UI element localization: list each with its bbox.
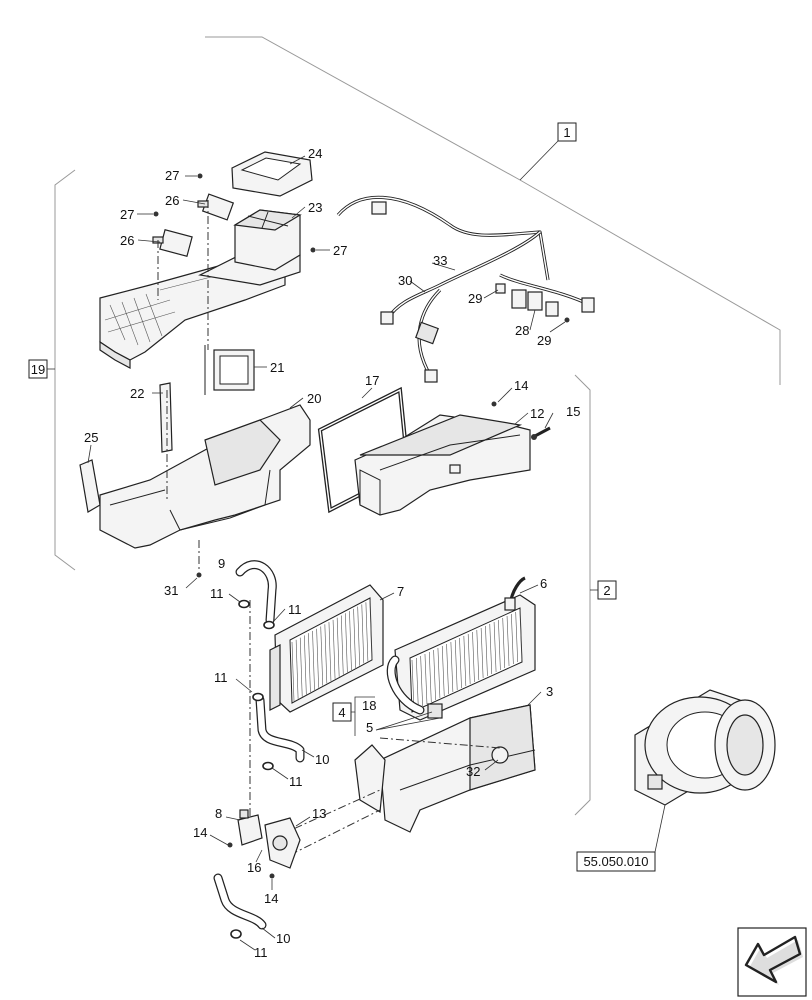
boxed-callout-2[interactable]: 2	[590, 580, 617, 600]
boxed-callout-4[interactable]: 4	[332, 696, 375, 736]
boxed-callout-19[interactable]: 19	[28, 359, 55, 379]
callout-3[interactable]: 3	[546, 684, 553, 699]
callout-11-a[interactable]: 11	[210, 586, 224, 601]
screws-27	[153, 173, 316, 253]
screw-15	[531, 426, 551, 440]
callout-14-top[interactable]: 14	[514, 378, 528, 393]
svg-text:4: 4	[338, 705, 345, 720]
arrow-down-left-icon[interactable]	[737, 927, 807, 997]
leader-lines	[87, 155, 566, 951]
valve-8	[237, 809, 263, 846]
actuator-26b	[152, 228, 193, 258]
screws-14-lower	[227, 842, 275, 879]
dash-lines-lower	[249, 600, 501, 856]
callout-11-b[interactable]: 11	[288, 602, 302, 617]
callout-6[interactable]: 6	[540, 576, 547, 591]
hose-10-lower	[213, 873, 267, 930]
callout-9[interactable]: 9	[218, 556, 225, 571]
callout-20[interactable]: 20	[307, 391, 321, 406]
callout-25[interactable]: 25	[84, 430, 98, 445]
callout-15[interactable]: 15	[566, 404, 580, 419]
callout-21[interactable]: 21	[270, 360, 284, 375]
callout-11-c[interactable]: 11	[214, 670, 228, 685]
callout-10-a[interactable]: 10	[315, 752, 329, 767]
callout-7[interactable]: 7	[397, 584, 404, 599]
callout-28[interactable]: 28	[515, 323, 529, 338]
seal-25	[79, 459, 101, 513]
bracket-13	[264, 817, 301, 869]
filter-housing-23	[233, 209, 302, 271]
boxed-callout-1[interactable]: 1	[519, 122, 577, 181]
lower-housing-3	[354, 704, 536, 833]
callout-8[interactable]: 8	[215, 806, 222, 821]
callout-27-a[interactable]: 27	[165, 168, 179, 183]
heater-core-7	[269, 584, 384, 713]
callout-11-d[interactable]: 11	[289, 774, 303, 789]
callout-33[interactable]: 33	[433, 253, 447, 268]
callout-12[interactable]: 12	[530, 406, 544, 421]
flap-21	[204, 345, 255, 395]
air-duct-lower-20	[99, 404, 311, 549]
callout-16[interactable]: 16	[247, 860, 261, 875]
seal-22	[159, 382, 173, 453]
callout-29-a[interactable]: 29	[468, 291, 482, 306]
callout-13[interactable]: 13	[312, 806, 326, 821]
svg-text:2: 2	[603, 583, 610, 598]
callout-17[interactable]: 17	[365, 373, 379, 388]
callout-24[interactable]: 24	[308, 146, 322, 161]
callout-26-b[interactable]: 26	[120, 233, 134, 248]
callout-14-b[interactable]: 14	[193, 825, 207, 840]
actuator-26a	[197, 193, 235, 221]
callout-22[interactable]: 22	[130, 386, 144, 401]
callout-labels: 24 27 26 27 26 23 27 33 30 29 28 29 21 2…	[84, 146, 580, 960]
callout-27-c[interactable]: 27	[333, 243, 347, 258]
hose-9	[235, 560, 277, 625]
callout-10-b[interactable]: 10	[276, 931, 290, 946]
dash-lines-upper	[157, 200, 209, 572]
callout-30[interactable]: 30	[398, 273, 412, 288]
screw-14-top	[491, 401, 497, 407]
callout-11-e[interactable]: 11	[254, 945, 268, 960]
svg-text:19: 19	[31, 362, 45, 377]
callout-31[interactable]: 31	[164, 583, 178, 598]
reference-box[interactable]: 55.050.010	[576, 851, 656, 872]
callout-14-c[interactable]: 14	[264, 891, 278, 906]
callout-29-b[interactable]: 29	[537, 333, 551, 348]
callout-18[interactable]: 18	[362, 698, 376, 713]
blower-assembly	[634, 689, 776, 853]
evaporator-6	[386, 576, 536, 721]
callout-32[interactable]: 32	[466, 764, 480, 779]
callout-26-a[interactable]: 26	[165, 193, 179, 208]
callout-27-b[interactable]: 27	[120, 207, 134, 222]
wire-harness-33	[336, 195, 595, 383]
callout-23[interactable]: 23	[308, 200, 322, 215]
svg-text:1: 1	[563, 125, 570, 140]
screw-31	[196, 572, 202, 578]
hose-10-upper	[255, 695, 305, 763]
casing-12	[354, 414, 531, 516]
clamps-11	[230, 599, 275, 939]
callout-5[interactable]: 5	[366, 720, 373, 735]
svg-text:55.050.010: 55.050.010	[583, 854, 648, 869]
